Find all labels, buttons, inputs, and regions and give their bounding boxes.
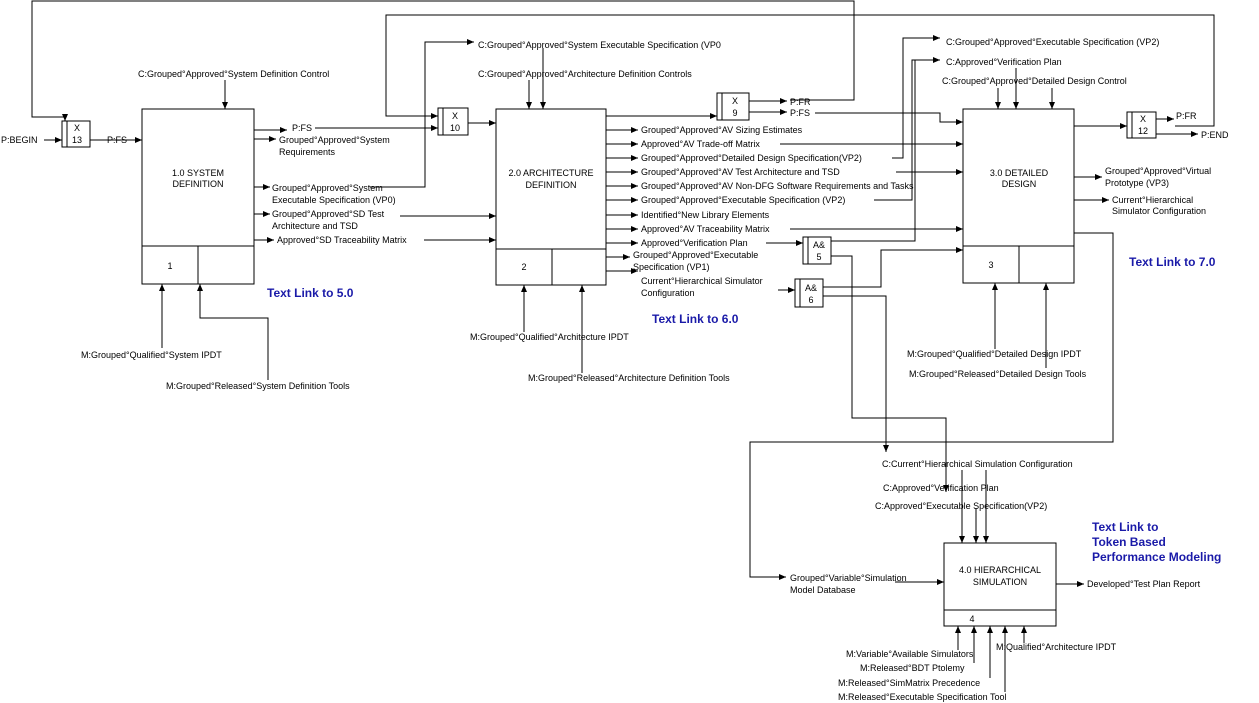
label: M:Variable°Available Simulators	[846, 649, 974, 659]
label: P:FS	[790, 108, 810, 118]
label: C:Approved°Executable Specification(VP2)	[875, 501, 1047, 511]
box-number: 4	[969, 614, 974, 624]
svg-text:13: 13	[72, 135, 82, 145]
box-title: DEFINITION	[526, 180, 577, 190]
label: C:Approved°Verification Plan	[946, 57, 1062, 67]
label: C:Grouped°Approved°Executable Specificat…	[946, 37, 1159, 47]
label: C:Approved°Verification Plan	[883, 483, 999, 493]
label: P:FR	[1176, 111, 1197, 121]
label: P:FS	[292, 123, 312, 133]
box-title: SIMULATION	[973, 577, 1027, 587]
label: Developed°Test Plan Report	[1087, 579, 1201, 589]
label: Grouped°Approved°Executable Specificatio…	[641, 195, 845, 205]
svg-text:6: 6	[808, 295, 813, 305]
label: Current°Hierarchical Simulator	[641, 276, 763, 286]
box-hierarchical-simulation[interactable]: 4.0 HIERARCHICAL SIMULATION 4	[943, 542, 1057, 627]
svg-text:X: X	[1140, 114, 1146, 124]
label: Grouped°Approved°SD Test	[272, 209, 385, 219]
label: M:Released°BDT Ptolemy	[860, 663, 965, 673]
arrow-labels: P:BEGIN P:FS C:Grouped°Approved°System D…	[1, 37, 1229, 702]
label: Executable Specification (VP0)	[272, 195, 396, 205]
junction-a5[interactable]: A& 5	[802, 236, 832, 265]
box-title: 1.0 SYSTEM	[172, 168, 224, 178]
box-title: 2.0 ARCHITECTURE	[508, 168, 593, 178]
label: Grouped°Variable°Simulation	[790, 573, 907, 583]
label: P:END	[1201, 130, 1229, 140]
box-number: 1	[167, 261, 172, 271]
svg-text:X: X	[74, 123, 80, 133]
label: Grouped°Approved°Virtual	[1105, 166, 1211, 176]
junction-x13[interactable]: X 13	[61, 120, 91, 148]
label: C:Grouped°Approved°System Definition Con…	[138, 69, 329, 79]
text-link-token-line2[interactable]: Token Based	[1092, 535, 1166, 549]
text-link-token-line1[interactable]: Text Link to	[1092, 520, 1158, 534]
label: P:FR	[790, 97, 811, 107]
label: Grouped°Approved°System	[279, 135, 390, 145]
box-title: DEFINITION	[173, 179, 224, 189]
label: C:Grouped°Approved°System Executable Spe…	[478, 40, 721, 50]
text-link-token-line3[interactable]: Performance Modeling	[1092, 550, 1221, 564]
svg-text:10: 10	[450, 123, 460, 133]
label: M:Released°SimMatrix Precedence	[838, 678, 980, 688]
label: M:Qualified°Architecture IPDT	[996, 642, 1117, 652]
text-link-5[interactable]: Text Link to 5.0	[267, 286, 354, 300]
label: M:Grouped°Released°Architecture Definiti…	[528, 373, 730, 383]
text-link-7[interactable]: Text Link to 7.0	[1129, 255, 1216, 269]
label: C:Grouped°Approved°Detailed Design Contr…	[942, 76, 1127, 86]
box-system-definition[interactable]: 1.0 SYSTEM DEFINITION 1	[141, 108, 255, 285]
label: C:Current°Hierarchical Simulation Config…	[882, 459, 1073, 469]
label: Configuration	[641, 288, 695, 298]
label: Approved°Verification Plan	[641, 238, 748, 248]
label: M:Grouped°Qualified°Detailed Design IPDT	[907, 349, 1082, 359]
label: P:FS	[107, 135, 127, 145]
junction-x10[interactable]: X 10	[437, 107, 469, 136]
text-link-6[interactable]: Text Link to 6.0	[652, 312, 739, 326]
box-detailed-design[interactable]: 3.0 DETAILED DESIGN 3	[962, 108, 1075, 284]
svg-text:A&: A&	[805, 283, 817, 293]
label: Grouped°Approved°System	[272, 183, 383, 193]
junction-x9[interactable]: X 9	[716, 92, 750, 121]
svg-text:X: X	[732, 96, 738, 106]
label: Approved°AV Trade-off Matrix	[641, 139, 760, 149]
label: M:Released°Executable Specification Tool	[838, 692, 1007, 702]
label: Grouped°Approved°AV Test Architecture an…	[641, 167, 840, 177]
text-links[interactable]: Text Link to 5.0 Text Link to 6.0 Text L…	[267, 255, 1221, 564]
label: P:BEGIN	[1, 135, 38, 145]
label: Grouped°Approved°AV Non-DFG Software Req…	[641, 181, 914, 191]
svg-text:A&: A&	[813, 240, 825, 250]
label: Model Database	[790, 585, 856, 595]
junction-x12[interactable]: X 12	[1126, 111, 1157, 139]
label: Grouped°Approved°Detailed Design Specifi…	[641, 153, 862, 163]
label: M:Grouped°Released°System Definition Too…	[166, 381, 350, 391]
label: Grouped°Approved°Executable	[633, 250, 758, 260]
box-title: 4.0 HIERARCHICAL	[959, 565, 1041, 575]
label: Architecture and TSD	[272, 221, 358, 231]
svg-text:12: 12	[1138, 126, 1148, 136]
box-number: 3	[988, 260, 993, 270]
connector-lines	[31, 0, 1215, 692]
svg-text:9: 9	[732, 108, 737, 118]
box-number: 2	[521, 262, 526, 272]
box-architecture-definition[interactable]: 2.0 ARCHITECTURE DEFINITION 2	[495, 108, 607, 286]
label: Identified°New Library Elements	[641, 210, 770, 220]
label: Prototype (VP3)	[1105, 178, 1169, 188]
label: M:Grouped°Released°Detailed Design Tools	[909, 369, 1087, 379]
svg-text:5: 5	[816, 252, 821, 262]
label: Requirements	[279, 147, 336, 157]
label: M:Grouped°Qualified°Architecture IPDT	[470, 332, 629, 342]
label: Specification (VP1)	[633, 262, 710, 272]
label: Approved°SD Traceability Matrix	[277, 235, 407, 245]
label: Current°Hierarchical	[1112, 195, 1193, 205]
box-title: DESIGN	[1002, 179, 1037, 189]
label: Approved°AV Traceability Matrix	[641, 224, 770, 234]
junction-a6[interactable]: A& 6	[794, 278, 824, 308]
label: Grouped°Approved°AV Sizing Estimates	[641, 125, 803, 135]
label: Simulator Configuration	[1112, 206, 1206, 216]
svg-text:X: X	[452, 111, 458, 121]
box-title: 3.0 DETAILED	[990, 168, 1049, 178]
label: C:Grouped°Approved°Architecture Definiti…	[478, 69, 692, 79]
label: M:Grouped°Qualified°System IPDT	[81, 350, 222, 360]
